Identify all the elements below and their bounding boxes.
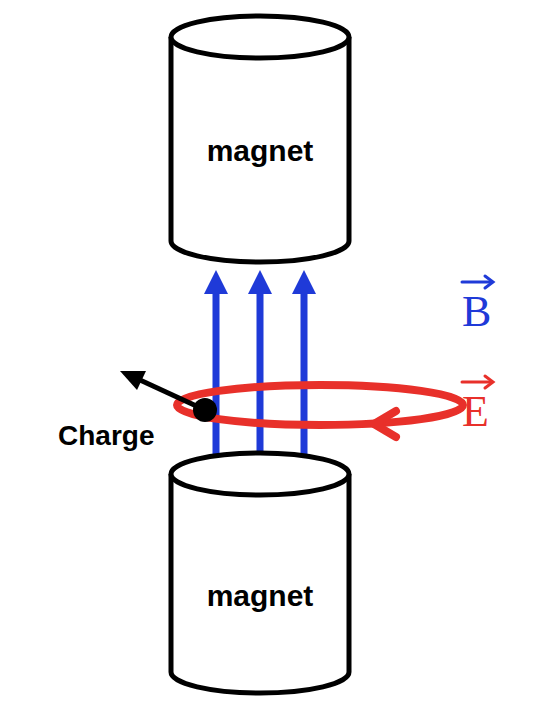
magnet-label: magnet — [207, 579, 314, 613]
charge-label: Charge — [58, 420, 154, 452]
e-field-loop — [177, 385, 463, 425]
b-field-arrow — [292, 270, 316, 483]
field-label: B — [462, 286, 491, 337]
b-field-arrow — [204, 270, 228, 483]
magnet-label: magnet — [207, 134, 314, 168]
e-field-arrowhead — [374, 411, 396, 437]
vector-arrow — [462, 376, 493, 388]
cylinder-outline — [167, 449, 353, 697]
force-arrowhead — [120, 371, 146, 390]
vector-arrow — [462, 276, 493, 288]
magnet-cylinder: magnet — [167, 449, 353, 697]
magnet-cylinder: magnet — [167, 12, 353, 266]
charge-dot — [193, 398, 217, 422]
field-label: E — [462, 386, 489, 437]
